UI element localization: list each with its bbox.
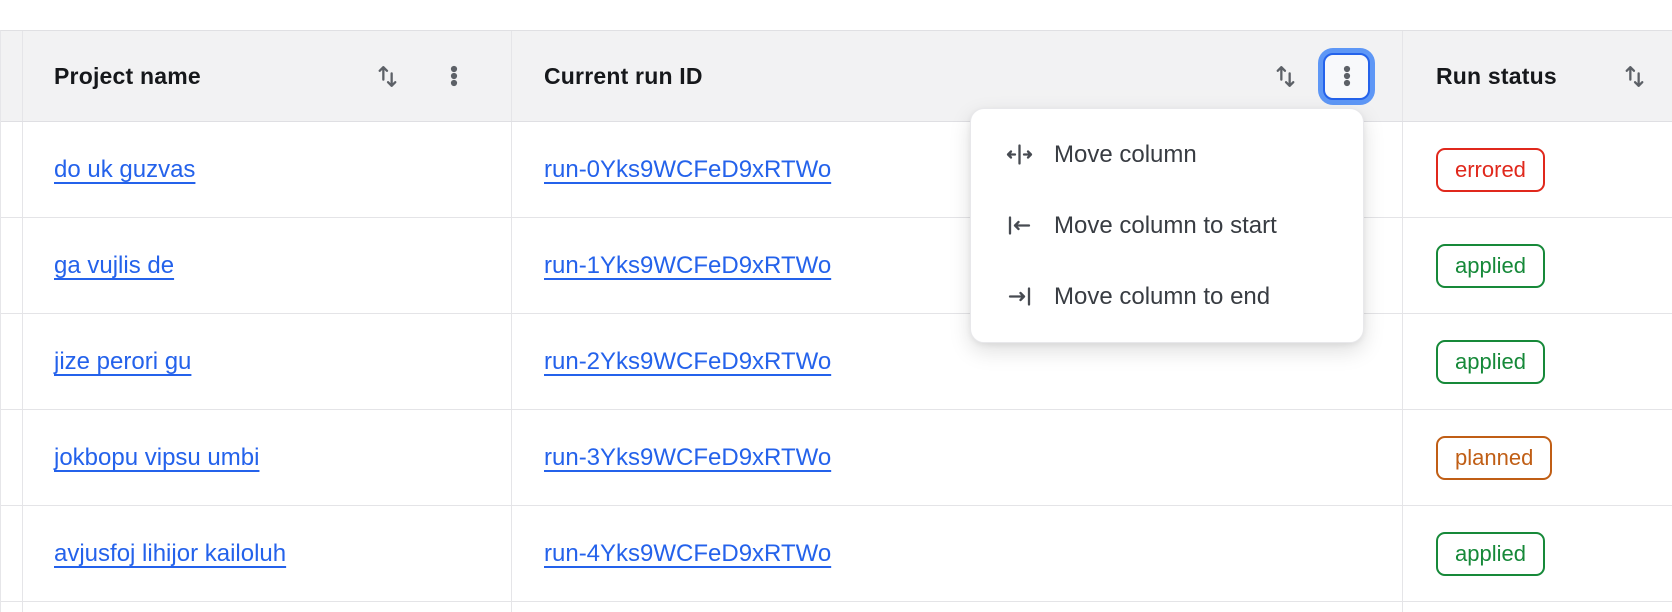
menu-item-label: Move column to start — [1054, 211, 1277, 239]
run-id-link[interactable]: run-3Yks9WCFeD9xRTWo — [544, 443, 832, 471]
spacer-cell — [1, 218, 23, 313]
run-id-cell: run-2Yks9WCFeD9xRTWo — [512, 314, 1403, 409]
sort-icon — [1625, 65, 1643, 87]
run-id-cell: run-3Yks9WCFeD9xRTWo — [512, 410, 1403, 505]
run-status-cell: applied — [1403, 218, 1672, 313]
run-id-cell — [512, 602, 1403, 612]
status-badge: errored — [1436, 147, 1545, 192]
column-header-spacer — [1, 31, 23, 121]
run-id-menu-button[interactable] — [1323, 52, 1370, 100]
projects-table: Project name Curre — [0, 30, 1672, 612]
run-status-cell — [1403, 602, 1672, 612]
table-header-row: Project name Curre — [1, 31, 1672, 122]
run-id-sort-button[interactable] — [1271, 62, 1299, 90]
run-id-cell: run-4Yks9WCFeD9xRTWo — [512, 506, 1403, 601]
project-name-link[interactable]: do uk guzvas — [54, 155, 196, 183]
table-row: ga vujlis de run-1Yks9WCFeD9xRTWo applie… — [1, 218, 1672, 314]
table-row: do uk guzvas run-0Yks9WCFeD9xRTWo errore… — [1, 122, 1672, 218]
spacer-cell — [1, 410, 23, 505]
sort-icon — [1276, 65, 1294, 87]
spacer-cell — [1, 506, 23, 601]
run-id-link[interactable]: run-1Yks9WCFeD9xRTWo — [544, 251, 832, 279]
table-row: jokbopu vipsu umbi run-3Yks9WCFeD9xRTWo … — [1, 410, 1672, 506]
run-id-link[interactable]: run-4Yks9WCFeD9xRTWo — [544, 539, 832, 567]
project-name-cell — [23, 602, 512, 612]
run-status-sort-button[interactable] — [1620, 62, 1648, 90]
move-column-to-start-icon — [1008, 216, 1031, 235]
column-header-run-status: Run status — [1403, 31, 1672, 121]
spacer-cell — [1, 602, 23, 612]
table-row: avjusfoj lihijor kailoluh run-4Yks9WCFeD… — [1, 506, 1672, 602]
status-badge: applied — [1436, 243, 1545, 288]
column-header-project-name: Project name — [23, 31, 512, 121]
menu-item-move-column[interactable]: Move column — [971, 119, 1363, 190]
column-header-current-run-id: Current run ID — [512, 31, 1403, 121]
project-name-cell: avjusfoj lihijor kailoluh — [23, 506, 512, 601]
run-id-link[interactable]: run-2Yks9WCFeD9xRTWo — [544, 347, 832, 375]
status-badge: applied — [1436, 531, 1545, 576]
project-name-header-label: Project name — [54, 62, 201, 89]
menu-item-move-column-to-end[interactable]: Move column to end — [971, 261, 1363, 332]
project-name-link[interactable]: jokbopu vipsu umbi — [54, 443, 260, 471]
kebab-icon — [1343, 65, 1350, 87]
status-badge: planned — [1436, 435, 1553, 480]
run-id-cell: run-1Yks9WCFeD9xRTWo — [512, 218, 1403, 313]
run-status-cell: applied — [1403, 314, 1672, 409]
menu-item-label: Move column to end — [1054, 282, 1271, 310]
project-name-sort-button[interactable] — [373, 62, 401, 90]
run-id-link[interactable]: run-0Yks9WCFeD9xRTWo — [544, 155, 832, 183]
table-row — [1, 602, 1672, 612]
current-run-id-header-label: Current run ID — [544, 62, 703, 89]
run-status-cell: applied — [1403, 506, 1672, 601]
project-name-cell: jokbopu vipsu umbi — [23, 410, 512, 505]
project-name-cell: do uk guzvas — [23, 122, 512, 217]
column-menu: Move column Move column to start Move co… — [970, 108, 1364, 343]
project-name-link[interactable]: avjusfoj lihijor kailoluh — [54, 539, 287, 567]
run-status-cell: planned — [1403, 410, 1672, 505]
table-row: jize perori gu run-2Yks9WCFeD9xRTWo appl… — [1, 314, 1672, 410]
project-name-menu-button[interactable] — [440, 62, 468, 90]
kebab-icon — [450, 65, 458, 87]
project-name-cell: jize perori gu — [23, 314, 512, 409]
run-status-cell: errored — [1403, 122, 1672, 217]
menu-item-move-column-to-start[interactable]: Move column to start — [971, 190, 1363, 261]
spacer-cell — [1, 314, 23, 409]
project-name-link[interactable]: jize perori gu — [54, 347, 192, 375]
status-badge: applied — [1436, 339, 1545, 384]
spacer-cell — [1, 122, 23, 217]
menu-item-label: Move column — [1054, 140, 1197, 168]
move-column-icon — [1006, 144, 1033, 165]
run-id-cell: run-0Yks9WCFeD9xRTWo — [512, 122, 1403, 217]
project-name-link[interactable]: ga vujlis de — [54, 251, 175, 279]
sort-icon — [378, 65, 396, 87]
move-column-to-end-icon — [1008, 287, 1031, 306]
project-name-cell: ga vujlis de — [23, 218, 512, 313]
run-status-header-label: Run status — [1436, 62, 1557, 89]
